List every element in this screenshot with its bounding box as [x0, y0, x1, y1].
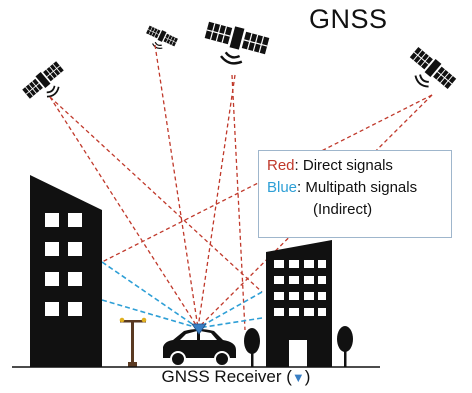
diagram-title: GNSS	[309, 4, 388, 34]
receiver-caption: GNSS Receiver (▼)	[0, 367, 472, 387]
building-icon	[266, 240, 332, 367]
legend-blue-label: Blue	[267, 179, 298, 196]
legend-red-label: Red	[267, 157, 295, 174]
receiver-icon	[191, 323, 207, 335]
satellite-icon	[399, 44, 459, 101]
legend-indirect-text: (Indirect)	[313, 201, 373, 218]
legend-box: Red: Direct signals Blue: Multipath sign…	[258, 150, 452, 238]
building-icon	[30, 175, 102, 367]
tree-icon	[244, 328, 260, 367]
street-lamp-icon	[119, 317, 147, 367]
satellite-icon	[198, 18, 272, 73]
satellite-icon	[141, 23, 180, 55]
legend-direct-text: : Direct signals	[294, 157, 393, 174]
satellite-icon	[20, 59, 73, 110]
caption-suffix: )	[304, 367, 311, 386]
caption-prefix: GNSS Receiver (	[161, 367, 292, 386]
multipath-signal-lines	[101, 261, 263, 329]
car-icon	[163, 329, 236, 367]
tree-icon	[337, 326, 353, 367]
legend-direct-row: Red: Direct signals	[267, 155, 443, 177]
receiver-symbol-icon: ▼	[291, 370, 305, 385]
legend-multipath-row: Blue: Multipath signals	[267, 177, 443, 199]
legend-multipath-text: : Multipath signals	[297, 179, 418, 196]
